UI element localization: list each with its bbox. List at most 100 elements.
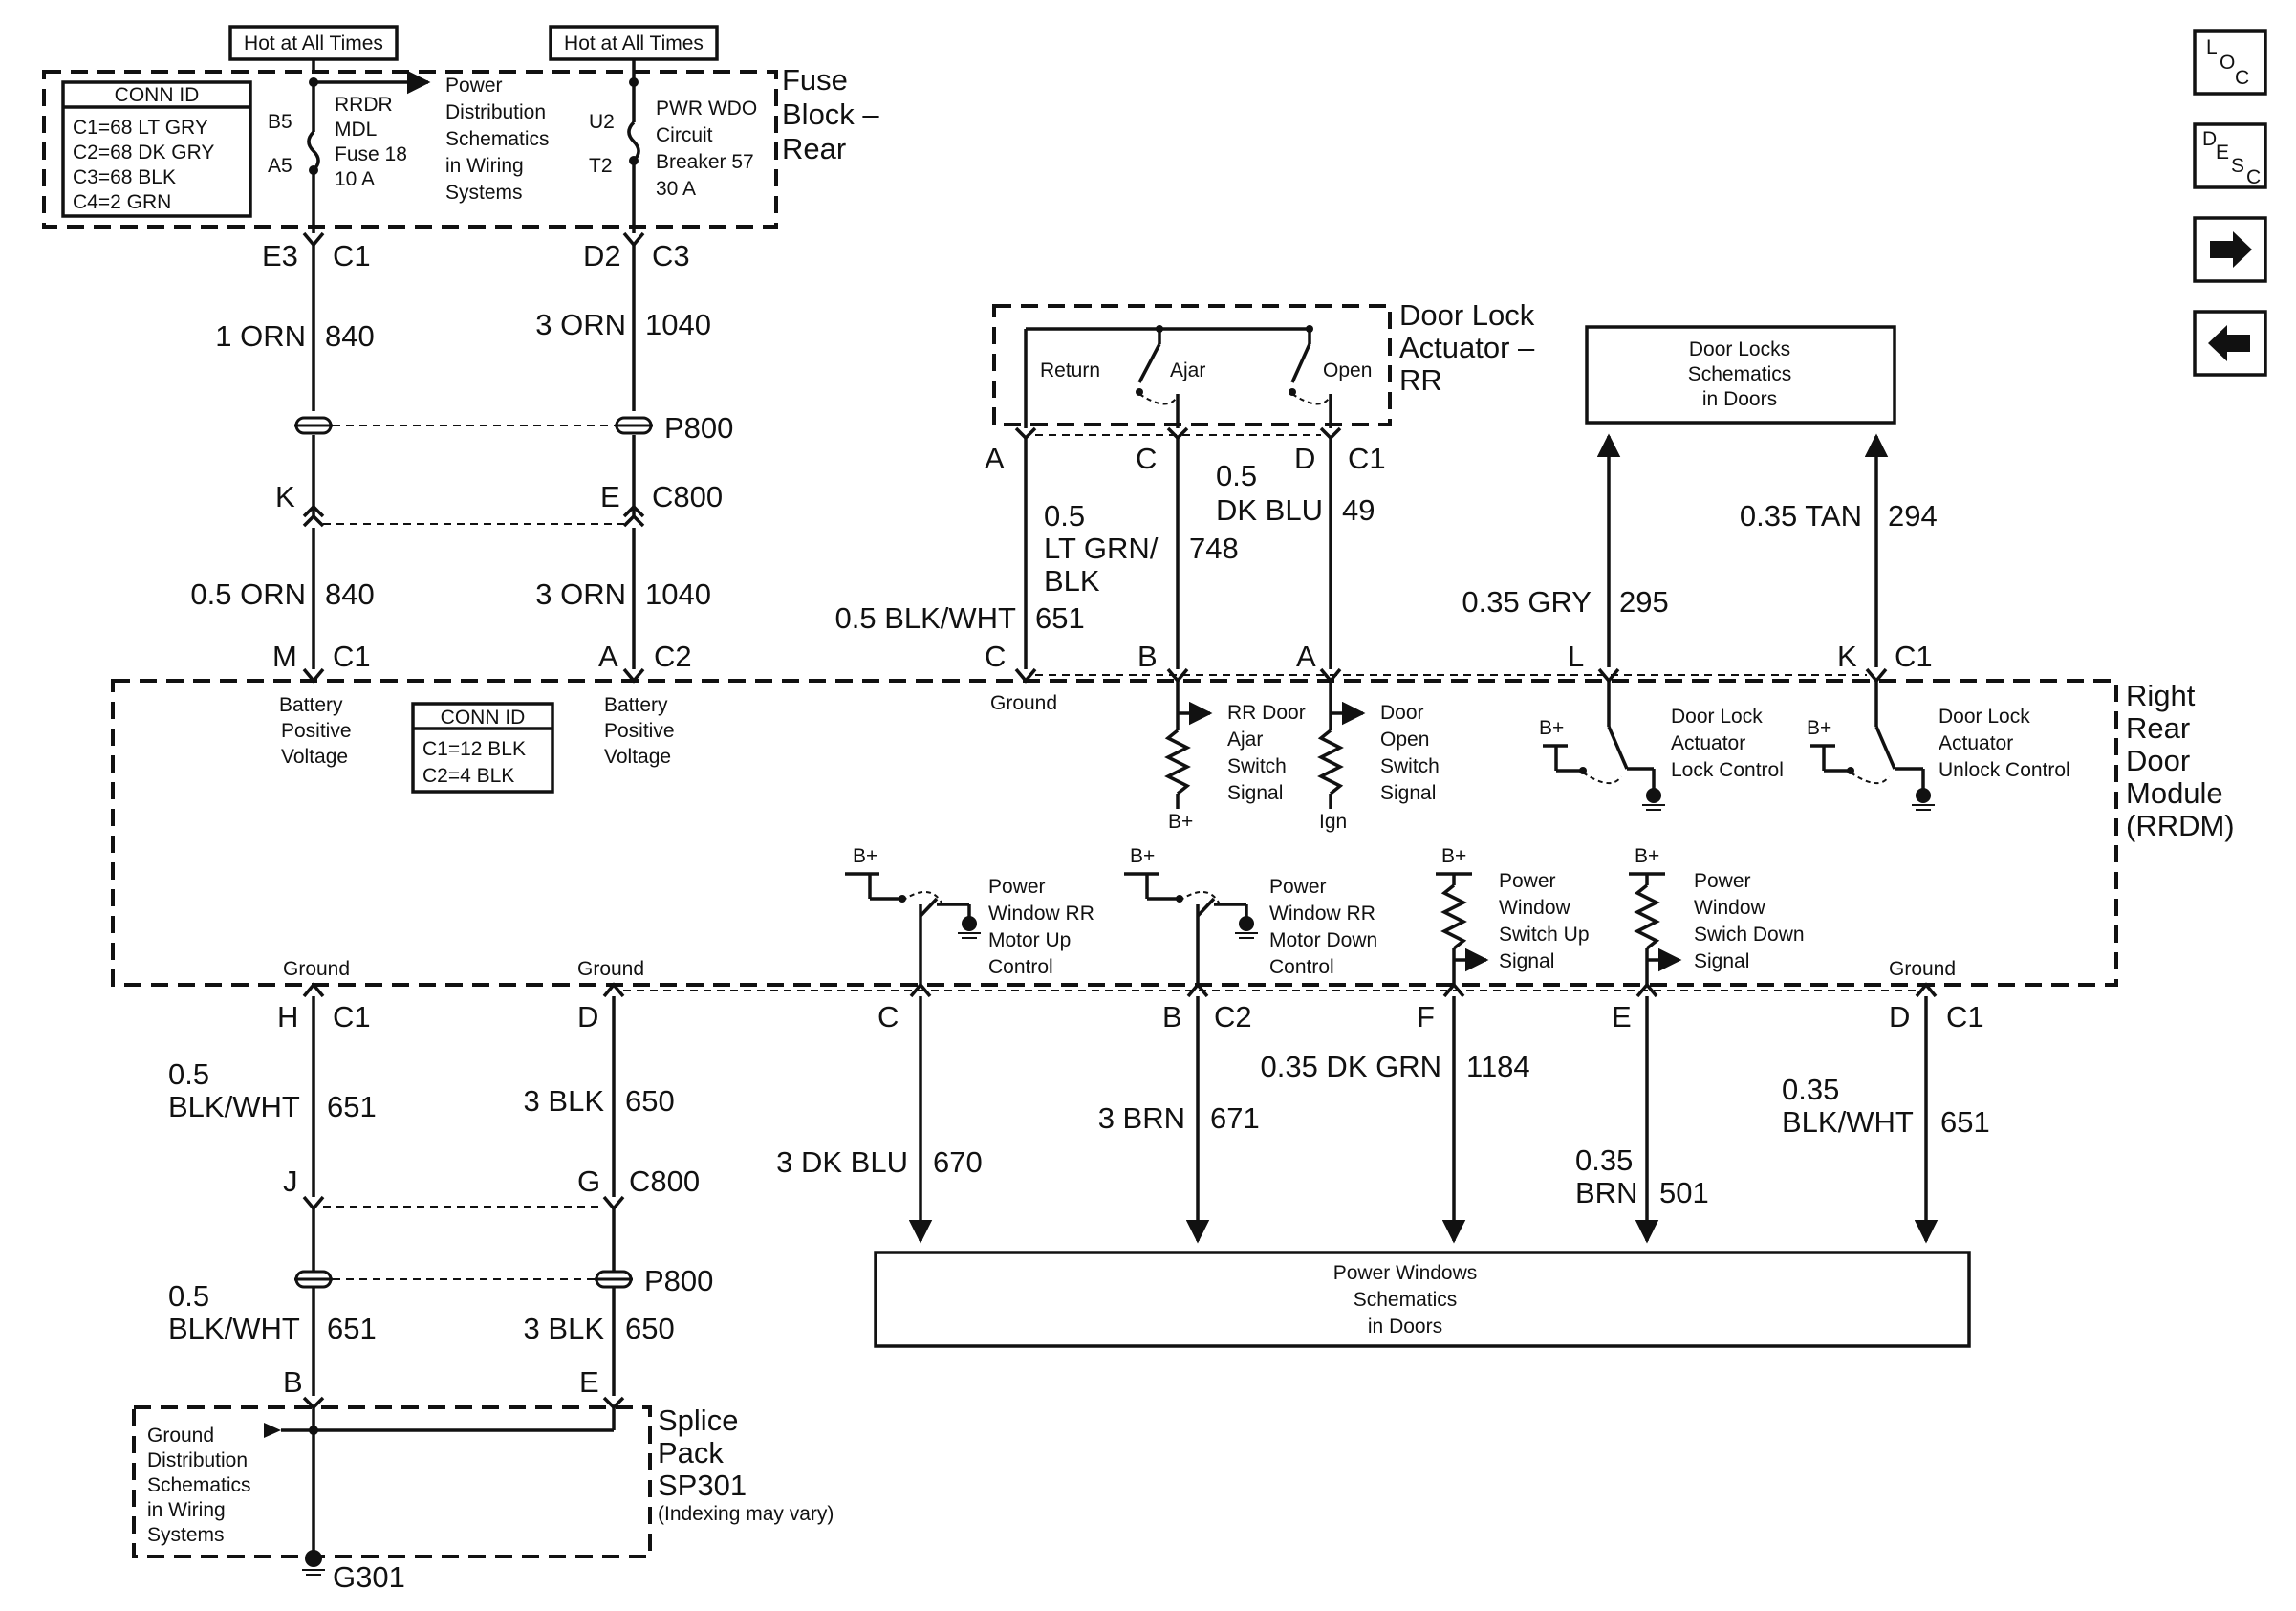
pw-down-control-switch: B+ Power Window RR Motor Down Control: [1124, 845, 1377, 985]
pw-up-ctrl-label: Window RR: [988, 903, 1094, 925]
wire-gauge: 0.35 GRY: [1462, 585, 1592, 619]
ground-dist-label: Distribution: [147, 1449, 248, 1471]
door-locks-label: Schematics: [1688, 363, 1792, 385]
power-distribution-ref: Power Distribution Schematics in Wiring …: [445, 75, 550, 204]
pw-up-ctrl-label: Control: [988, 956, 1053, 978]
batt2-label: Battery: [604, 694, 668, 716]
actuator-pin-a: A: [985, 442, 1005, 475]
splice-pack-sp301: Splice Pack SP301 (Indexing may vary) Gr…: [132, 1396, 834, 1594]
desc-letter: E: [2216, 142, 2229, 163]
splice-title: SP301: [658, 1469, 747, 1502]
fuse-conn-id-row: C2=68 DK GRY: [73, 142, 214, 163]
p800-lower-label: P800: [644, 1264, 713, 1297]
rr-ajar-label: RR Door: [1227, 702, 1306, 724]
actuator-open: Open: [1323, 359, 1372, 381]
wire-gauge: BLK/WHT: [168, 1312, 300, 1345]
lower-wires: 0.5 BLK/WHT 651 3 BLK 650 3 DK BLU 670 3…: [168, 996, 1990, 1399]
ground-dist-label: in Wiring: [147, 1499, 226, 1521]
wire-circuit: 1184: [1466, 1050, 1530, 1083]
wire-circuit: 651: [327, 1090, 377, 1123]
power-dist-line: in Wiring: [445, 155, 524, 177]
c800-pin-g: G: [577, 1165, 600, 1198]
loc-button[interactable]: L O C: [2193, 29, 2267, 96]
actuator-conn: C1: [1348, 442, 1386, 475]
rr-ajar-label: Ajar: [1227, 729, 1263, 751]
next-button[interactable]: [2193, 216, 2267, 283]
breaker57-label: PWR WDO: [656, 98, 757, 120]
wire-circuit: 840: [325, 319, 375, 353]
desc-button[interactable]: D E S C: [2193, 122, 2267, 189]
breaker57-label: Circuit: [656, 124, 713, 146]
wire-gauge: 0.5: [168, 1279, 209, 1313]
door-open-label: Switch: [1380, 755, 1440, 777]
rrdm-title: Door: [2126, 744, 2190, 777]
pw-down-ctrl-label: Motor Down: [1269, 929, 1377, 951]
rrdm-conn-id-row: C1=12 BLK: [422, 738, 526, 760]
breaker57-label: Breaker 57: [656, 151, 754, 173]
fuse-conn-id-title: CONN ID: [115, 84, 200, 106]
ground-d-label: Ground: [577, 958, 644, 980]
rrdm-title: (RRDM): [2126, 809, 2235, 842]
door-open-input: Ign Door Open Switch Signal: [1317, 681, 1440, 833]
splice-pin-b: B: [283, 1365, 303, 1399]
splice-title: Pack: [658, 1436, 724, 1469]
wire-gauge: BLK/WHT: [168, 1090, 300, 1123]
desc-letter: D: [2202, 128, 2217, 150]
p800-label: P800: [664, 411, 733, 445]
actuator-title: Door Lock: [1399, 298, 1535, 332]
rrdm-module: Right Rear Door Module (RRDM) M C1 A C2 …: [111, 640, 2235, 1034]
rrdm-pin: A: [598, 640, 618, 673]
breaker57-label: 30 A: [656, 178, 696, 200]
rrdm-pin: B: [1137, 640, 1158, 673]
fuse18-label: MDL: [335, 119, 377, 141]
rrdm-pin: C: [985, 640, 1006, 673]
rrdm-title: Module: [2126, 776, 2223, 810]
ground-dist-label: Schematics: [147, 1474, 251, 1496]
c800-label: C800: [652, 480, 723, 513]
wire-gauge: 3 ORN: [535, 308, 626, 341]
wire-gauge: 0.5 ORN: [190, 577, 306, 611]
fuse-block-title-2: Block –: [782, 98, 879, 131]
wire-circuit: 651: [327, 1312, 377, 1345]
wire-circuit: 840: [325, 577, 375, 611]
batt1-label: Positive: [281, 720, 352, 742]
rrdm-conn-id-title: CONN ID: [441, 707, 526, 729]
pw-down-sig-label: Swich Down: [1694, 924, 1805, 946]
actuator-ajar: Ajar: [1170, 359, 1205, 381]
rrdm-title: Right: [2126, 679, 2196, 712]
power-dist-line: Schematics: [445, 128, 550, 150]
fuse18-label: Fuse 18: [335, 143, 407, 165]
hot-tag-2-text: Hot at All Times: [564, 33, 704, 54]
ground-top-label: Ground: [990, 692, 1057, 714]
fuse-block-title-1: Fuse: [782, 63, 848, 97]
rrdm-pin: B: [1162, 1000, 1182, 1034]
pw-up-signal-input: B+ Power Window Switch Up Signal: [1436, 845, 1590, 985]
power-windows-label: in Doors: [1368, 1316, 1442, 1338]
door-locks-schematics-ref: Door Locks Schematics in Doors 0.35 GRY …: [1462, 325, 1938, 667]
breaker-pin-bottom: T2: [589, 155, 613, 177]
pw-up-sig-label: Switch Up: [1499, 924, 1590, 946]
wire-gauge: 0.5: [1044, 499, 1085, 533]
fuse18-label: RRDR: [335, 94, 393, 116]
rrdm-conn: C1: [1895, 640, 1933, 673]
right-arrow-icon: [2210, 231, 2252, 268]
desc-letter: S: [2231, 155, 2244, 177]
upper-wires: 1 ORN 840 3 ORN 1040 P800 K E C800 0.5 O…: [190, 245, 733, 669]
splice-boundary: [132, 1405, 652, 1558]
splice-note: (Indexing may vary): [658, 1503, 834, 1525]
fuse-out2-pin: D2: [583, 239, 621, 272]
rrdm-pin: D: [577, 1000, 598, 1034]
loc-letter: L: [2206, 36, 2218, 58]
pw-up-control-switch: B+ Power Window RR Motor Up Control: [845, 845, 1094, 985]
bplus-label: B+: [1807, 717, 1831, 739]
pw-up-ctrl-label: Motor Up: [988, 929, 1071, 951]
hot-tag-2: [549, 25, 719, 61]
wire-circuit: 650: [625, 1312, 675, 1345]
fuse-conn-id-row: C1=68 LT GRY: [73, 117, 208, 139]
rrdm-pin: H: [277, 1000, 298, 1034]
rrdm-title: Rear: [2126, 711, 2190, 745]
prev-button[interactable]: [2193, 310, 2267, 377]
fuse18-pin-top: B5: [268, 111, 292, 133]
fuse18-label: 10 A: [335, 168, 375, 190]
ign-label: Ign: [1319, 811, 1347, 833]
